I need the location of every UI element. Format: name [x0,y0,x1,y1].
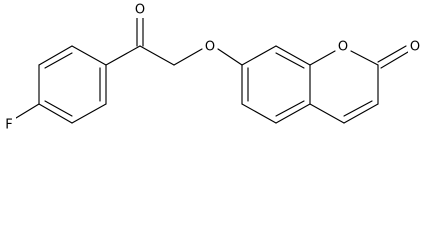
bonds [15,15,409,124]
bond-ring-c-1 [309,50,336,66]
bond-ring-a-2 [71,45,107,66]
bond-carbonyl-to-ch2 [139,45,175,66]
bond-ring-a-5 [38,103,73,124]
bond-ring-a-1 [38,45,73,66]
bond-ring-to-carbonyl [105,45,141,66]
bond-ring-b-double-1 [275,52,305,69]
atom-label-o-lactone: O [410,40,420,55]
atom-ether-oxygen: O [203,39,217,55]
bond-ring-a-double-3 [44,100,73,117]
atom-ring-oxygen: O [336,39,350,55]
bond-ring-b-1 [241,45,277,66]
atom-ketone-oxygen: O [133,2,147,18]
bond-ch2-to-ether-o [173,48,203,66]
bond-ring-b-2 [275,45,311,66]
atom-lactone-oxygen: O [408,39,422,55]
bond-c-f [15,103,40,119]
atom-labels: F O O O O [2,2,422,133]
chemical-structure-diagram: F O O O O [2,2,422,133]
bond-ring-b-5 [241,103,277,124]
bond-ring-a-double-1 [44,52,73,69]
atom-label-o-ring: O [338,40,348,55]
atom-fluorine: F [2,111,16,133]
atom-label-f: F [5,118,12,133]
bond-ether-o-to-ring [217,48,243,66]
bond-ring-c-2 [350,50,379,66]
bond-lactone-carbonyl-2 [380,51,409,69]
bond-ring-c-5 [309,103,345,124]
bond-ring-a-4 [71,103,107,124]
bond-ring-b-double-2 [275,100,305,117]
bond-ring-c-4 [343,103,379,124]
bond-lactone-carbonyl-1 [377,45,407,63]
atom-label-o-ketone: O [135,3,145,18]
bond-ring-b-4 [275,103,311,124]
bond-ring-c-double [343,100,373,117]
atom-label-o-ether: O [205,40,215,55]
